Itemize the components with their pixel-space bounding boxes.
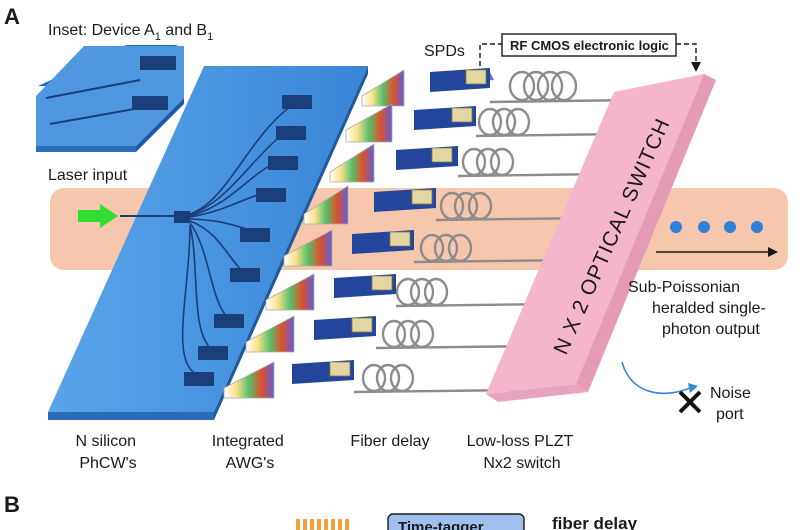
spd-detector bbox=[396, 146, 458, 170]
photon-dot bbox=[670, 221, 682, 233]
awg-prism bbox=[329, 143, 375, 183]
laser-input-label: Laser input bbox=[48, 167, 128, 184]
inset-sub-b: 1 bbox=[207, 31, 213, 43]
inset-title: Inset: Device A1 and B1 bbox=[48, 22, 213, 43]
feedback-dashed-path bbox=[479, 43, 697, 66]
time-tagger-box: Time-tagger bbox=[387, 513, 525, 530]
awg-prism bbox=[265, 273, 315, 311]
spd-detector bbox=[414, 106, 476, 130]
inset-grating-blocks bbox=[132, 56, 176, 110]
grating-pads bbox=[184, 95, 312, 386]
laser-input-arrow bbox=[78, 204, 118, 228]
rf-logic-label: RF CMOS electronic logic bbox=[510, 38, 669, 53]
spds-label: SPDs bbox=[424, 43, 465, 60]
spd-detector bbox=[292, 360, 354, 384]
spd-detector bbox=[314, 316, 376, 340]
output-photons bbox=[670, 221, 763, 233]
noise-arrow bbox=[621, 361, 691, 395]
awg-prism bbox=[283, 229, 333, 267]
rf-logic-box: RF CMOS electronic logic bbox=[501, 33, 677, 57]
awg-prism bbox=[345, 103, 393, 143]
spd-detectors bbox=[292, 68, 494, 384]
spd-detector bbox=[352, 230, 414, 254]
noise-arrowhead bbox=[688, 383, 698, 393]
output-arrowhead bbox=[768, 247, 778, 257]
awg-prism bbox=[223, 361, 275, 399]
time-tagger-label: Time-tagger bbox=[398, 519, 484, 530]
photon-dot bbox=[698, 221, 710, 233]
feedback-arrowhead bbox=[691, 62, 701, 72]
noise-label-line2: port bbox=[716, 406, 744, 423]
label-plzt-switch: Low-loss PLZT Nx2 switch bbox=[467, 433, 578, 472]
inset-sub-a: 1 bbox=[155, 31, 161, 43]
panel-b-comb-icon bbox=[296, 519, 349, 530]
fiber-delay-b-label: fiber delay bbox=[552, 514, 638, 530]
label-fiber-delay: Fiber delay bbox=[350, 433, 429, 450]
bottom-labels: N silicon PhCW's Integrated AWG's Fiber … bbox=[76, 433, 578, 472]
silicon-chip bbox=[48, 66, 368, 420]
splitter-block bbox=[174, 211, 190, 223]
spd-detector bbox=[430, 68, 494, 92]
label-integrated-awg: Integrated AWG's bbox=[212, 433, 289, 472]
label-silicon-phcw: N silicon PhCW's bbox=[76, 433, 141, 472]
noise-label-line1: Noise bbox=[710, 385, 751, 402]
awg-prisms bbox=[223, 69, 405, 399]
output-label-line3: photon output bbox=[662, 321, 760, 338]
photon-dot bbox=[751, 221, 763, 233]
awg-prism bbox=[303, 185, 349, 225]
output-label-line1: Sub-Poissonian bbox=[628, 279, 740, 296]
inset-title-main: Inset: Device A bbox=[48, 22, 155, 39]
output-label: Sub-Poissonian heralded single- photon o… bbox=[628, 279, 770, 338]
noise-x-icon bbox=[678, 390, 702, 414]
spd-detector bbox=[374, 188, 436, 212]
fiber-delay-coils bbox=[353, 70, 637, 394]
photon-dot bbox=[724, 221, 736, 233]
awg-prism bbox=[361, 69, 405, 107]
output-label-line2: heralded single- bbox=[652, 300, 766, 317]
optical-switch bbox=[486, 74, 716, 402]
panel-a-letter: A bbox=[4, 4, 20, 29]
noise-label: Noise port bbox=[710, 385, 755, 423]
inset-and-b: and B bbox=[161, 22, 207, 39]
awg-prism bbox=[245, 315, 295, 353]
panel-b-letter: B bbox=[4, 492, 20, 517]
spd-detector bbox=[334, 274, 396, 298]
